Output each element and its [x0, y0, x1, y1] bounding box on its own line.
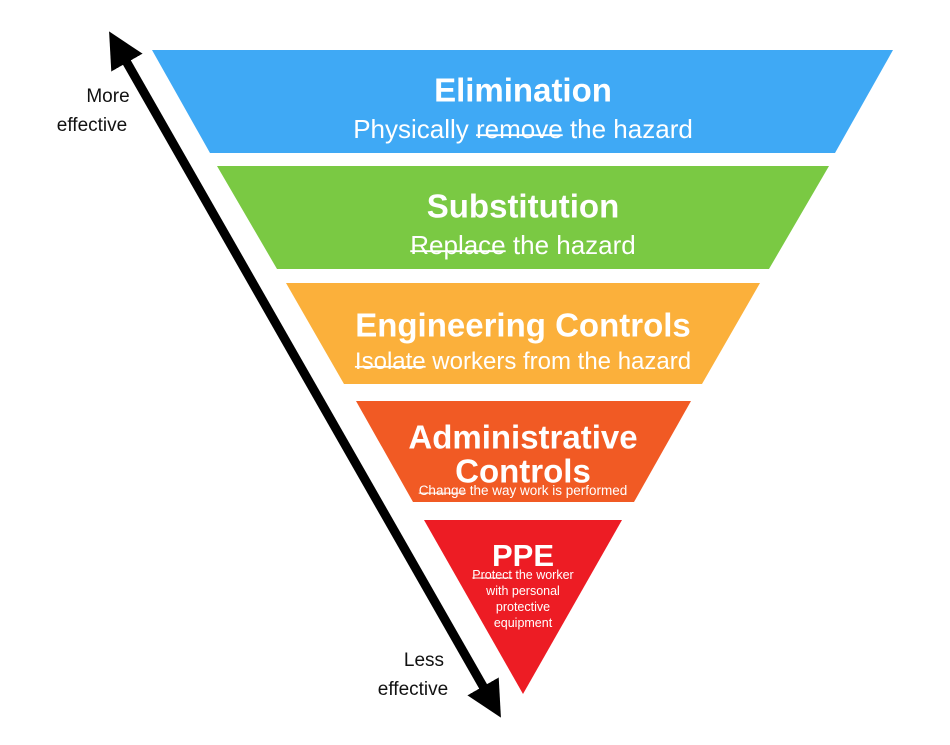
- tier-administrative-controls-title: Administrative: [408, 419, 637, 456]
- tier-substitution-description: Replace the hazard: [410, 230, 636, 260]
- tier-ppe-description: Protect the worker: [472, 568, 573, 582]
- tier-ppe-description: protective: [496, 600, 550, 614]
- less-effective-label-line1: Less: [404, 650, 444, 671]
- description-text: the worker: [512, 568, 574, 582]
- tier-elimination-title: Elimination: [434, 72, 612, 109]
- more-effective-label-line1: More: [86, 86, 129, 107]
- description-text: the way work is performed: [466, 483, 627, 498]
- more-effective-label-line2: effective: [57, 115, 127, 136]
- less-effective-label-line2: effective: [378, 679, 448, 700]
- description-text: with personal: [485, 584, 560, 598]
- description-text: equipment: [494, 616, 553, 630]
- effectiveness-axis: More effective Less effective: [57, 31, 501, 718]
- keyword-text: remove: [476, 114, 563, 144]
- keyword-text: Protect: [472, 568, 512, 582]
- description-text: protective: [496, 600, 550, 614]
- tier-ppe-description: equipment: [494, 616, 553, 630]
- tier-ppe-title: PPE: [492, 538, 554, 573]
- tier-engineering-controls-description: Isolate workers from the hazard: [355, 348, 691, 375]
- tier-substitution-title: Substitution: [427, 188, 619, 225]
- effectiveness-arrow: [109, 31, 501, 718]
- keyword-text: Isolate: [355, 348, 426, 375]
- description-text: the hazard: [563, 114, 693, 144]
- tier-engineering-controls-title: Engineering Controls: [355, 307, 691, 344]
- keyword-text: Change: [419, 483, 466, 498]
- keyword-text: Replace: [410, 230, 505, 260]
- tier-elimination-description: Physically remove the hazard: [353, 114, 693, 144]
- tier-ppe-description: with personal: [485, 584, 560, 598]
- tier-administrative-controls-description: Change the way work is performed: [419, 483, 628, 498]
- description-text: Physically: [353, 114, 476, 144]
- description-text: workers from the hazard: [426, 348, 691, 375]
- description-text: the hazard: [506, 230, 636, 260]
